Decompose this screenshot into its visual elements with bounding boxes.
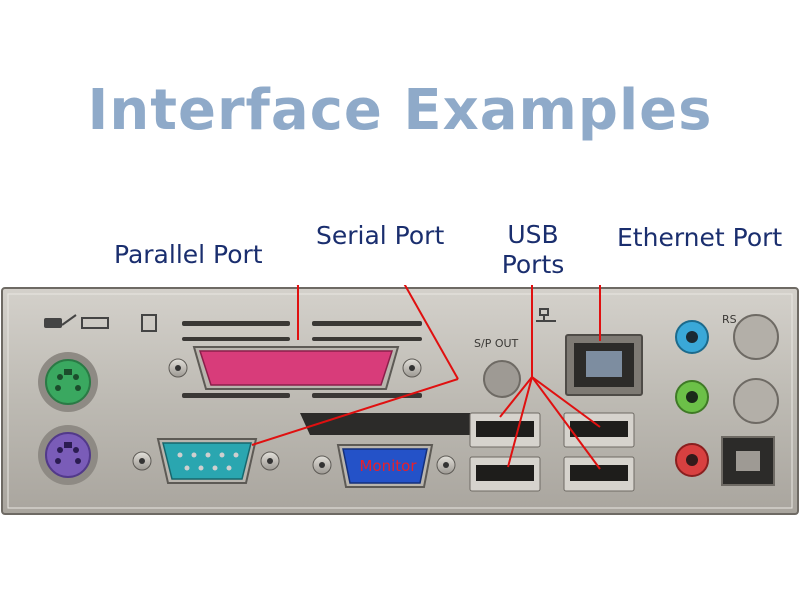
parallel-port [168, 346, 422, 390]
usb-ports-label-line1: USB [507, 220, 559, 249]
slide-title: Interface Examples [87, 78, 713, 143]
sp-out-text: S/P OUT [474, 337, 519, 350]
network-icon [536, 308, 556, 322]
ps2-icons [44, 314, 109, 329]
vent-slots [182, 321, 422, 398]
audio-jacks [675, 320, 709, 477]
serial-port [132, 438, 280, 484]
panel-cutout [300, 413, 470, 435]
monitor-text: Monitor [359, 457, 417, 475]
usb-ports-label: USB Ports [498, 220, 568, 280]
ps2-mouse-port [38, 352, 98, 412]
ethernet-port-label: Ethernet Port [617, 223, 783, 252]
vga-monitor-port [312, 444, 456, 488]
serial-port-label: Serial Port [316, 221, 445, 250]
ethernet-port [565, 334, 643, 396]
usb-ports-label-line2: Ports [501, 250, 565, 279]
usb-ports [469, 412, 635, 492]
io-panel-photo: Monitor S/P OUT RS [1, 285, 799, 515]
printer-icon [141, 314, 157, 332]
pointer-lines [251, 285, 602, 470]
ps2-keyboard-port [38, 425, 98, 485]
spdif-port [483, 360, 521, 398]
parallel-port-label: Parallel Port [114, 240, 263, 269]
knockout-holes [721, 314, 779, 486]
rs-text: RS [722, 313, 737, 326]
